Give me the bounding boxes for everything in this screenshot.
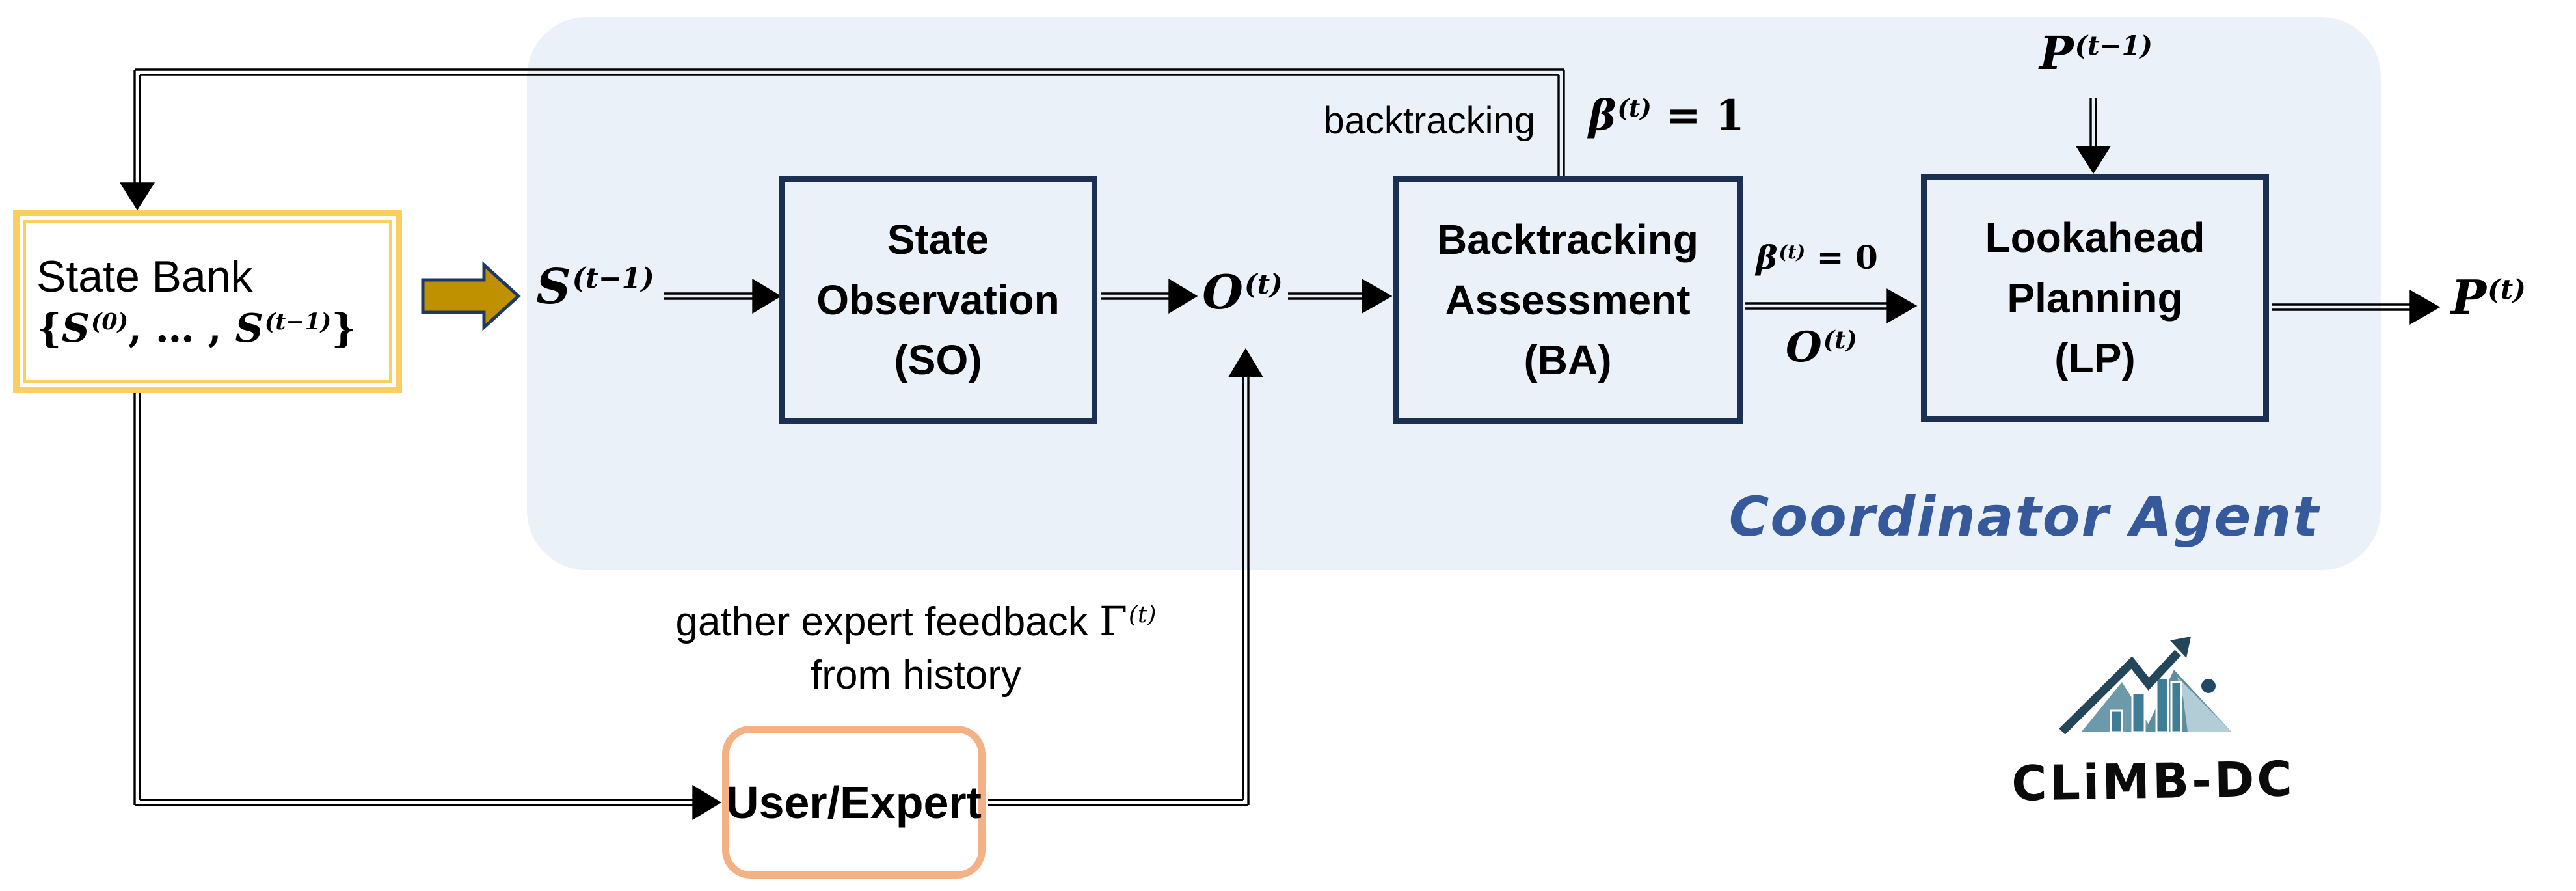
logo-mountain-snow <box>2177 677 2231 732</box>
beta-1-label: β(t) = 1 <box>1589 91 1745 140</box>
lookahead-planning-box: Lookahead Planning (LP) <box>1921 174 2269 422</box>
lp-line1: Lookahead <box>1985 213 2205 261</box>
p-out-label: P(t) <box>2451 269 2526 325</box>
logo-bars <box>2110 677 2182 733</box>
p-prev-label: P(t−1) <box>2039 26 2153 80</box>
user-expert-label: User/Expert <box>726 776 982 828</box>
gather-feedback-line1: gather expert feedback Γ(t) <box>675 597 1157 645</box>
beta-0-label: β(t) = 0 <box>1756 238 1878 277</box>
state-bank-set: {S(0), … , S(t−1)} <box>36 306 356 352</box>
logo-dot <box>2201 679 2216 693</box>
gather-feedback-line2: from history <box>811 653 1021 698</box>
o-t-label: O(t) <box>1202 264 1283 320</box>
state-observation-box: State Observation (SO) <box>779 176 1097 424</box>
lp-line3: (LP) <box>2054 335 2136 382</box>
so-line3: (SO) <box>894 336 982 384</box>
backtracking-assessment-box: Backtracking Assessment (BA) <box>1393 176 1743 424</box>
lp-line2: Planning <box>2007 274 2183 322</box>
logo-arrowhead <box>2170 637 2191 658</box>
logo-arrow-icon <box>2059 650 2181 735</box>
user-expert-box: User/Expert <box>722 726 986 879</box>
state-bank-title: State Bank <box>36 251 253 301</box>
climb-dc-wordmark: CLiMB-DC <box>2011 751 2296 812</box>
backtracking-label: backtracking <box>1323 100 1535 142</box>
ba-line1: Backtracking <box>1437 215 1698 263</box>
ba-line2: Assessment <box>1445 276 1691 323</box>
s-prev-label: S(t−1) <box>536 259 654 315</box>
so-line2: Observation <box>816 276 1060 323</box>
state-bank-box: State Bank {S(0), … , S(t−1)} <box>13 210 402 393</box>
o-t-ba-lp-label: O(t) <box>1785 323 1858 372</box>
state-bank-block-arrow-icon <box>421 261 521 331</box>
coordinator-agent-label: Coordinator Agent <box>1728 485 2320 549</box>
climb-dc-logo <box>2059 637 2231 735</box>
so-line1: State <box>887 215 989 263</box>
ba-line3: (BA) <box>1523 336 1612 384</box>
